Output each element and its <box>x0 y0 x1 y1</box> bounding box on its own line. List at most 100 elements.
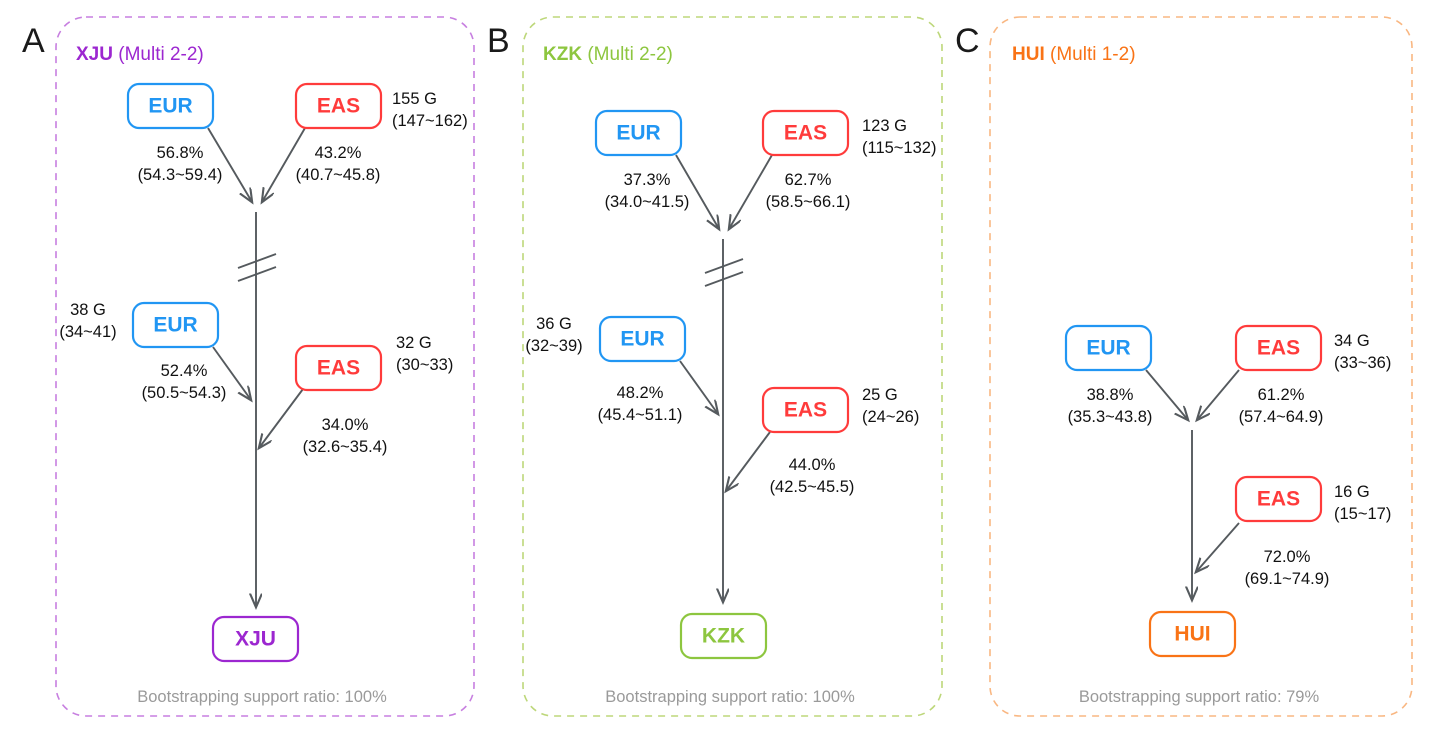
ann-value: 52.4% <box>161 362 208 380</box>
node-label: EAS <box>1257 488 1300 511</box>
ann-range: (45.4~51.1) <box>598 406 683 424</box>
panel-c: C HUI (Multi 1-2) EUR EAS EAS HUI 34 G (… <box>955 16 1413 717</box>
node-label: KZK <box>702 625 745 648</box>
node-label: EAS <box>784 399 827 422</box>
panel-c-annotation-low-admixture: 72.0% (69.1~74.9) <box>1245 548 1330 588</box>
ann-range: (115~132) <box>862 139 936 157</box>
panel-b-edge-mid <box>679 360 718 414</box>
ann-range: (58.5~66.1) <box>766 193 851 211</box>
ann-value: 34 G <box>1334 332 1370 350</box>
panel-c-node-eas-low[interactable]: EAS <box>1234 475 1323 523</box>
panel-a-break-mark-2 <box>237 266 277 282</box>
ann-range: (35.3~43.8) <box>1068 408 1153 426</box>
panel-b-letter: B <box>487 22 510 60</box>
node-label: EAS <box>317 357 360 380</box>
node-box <box>598 315 687 363</box>
ann-value: 44.0% <box>789 456 836 474</box>
panel-b-annotation-top-right-admixture: 62.7% (58.5~66.1) <box>766 171 851 211</box>
ann-value: 25 G <box>862 386 898 404</box>
panel-b-edge-top-right <box>729 154 773 229</box>
ann-range: (32.6~35.4) <box>303 438 388 456</box>
panel-a-node-eur-mid[interactable]: EUR <box>131 301 220 349</box>
panel-b-node-target[interactable]: KZK <box>679 612 768 660</box>
panel-a-support-ratio: Bootstrapping support ratio: 100% <box>137 688 387 706</box>
ann-range: (57.4~64.9) <box>1239 408 1324 426</box>
panel-c-annotation-top-right-admixture: 61.2% (57.4~64.9) <box>1239 386 1324 426</box>
panel-b-support-ratio: Bootstrapping support ratio: 100% <box>605 688 855 706</box>
ann-value: 43.2% <box>315 144 362 162</box>
node-box <box>1148 610 1237 658</box>
panel-a-title-bold: XJU <box>76 44 113 65</box>
ann-value: 34.0% <box>322 416 369 434</box>
ann-value: 123 G <box>862 117 907 135</box>
node-box <box>1234 475 1323 523</box>
panel-a-node-target[interactable]: XJU <box>211 615 300 663</box>
panel-b-annotation-top-generations: 123 G (115~132) <box>862 117 936 157</box>
panel-b-annotation-low-generations: 25 G (24~26) <box>862 386 919 426</box>
panel-a-edge-low <box>259 388 304 448</box>
ann-range: (24~26) <box>862 408 919 426</box>
ann-range: (42.5~45.5) <box>770 478 855 496</box>
ann-range: (33~36) <box>1334 354 1391 372</box>
panel-b-annotation-mid-admixture: 48.2% (45.4~51.1) <box>598 384 683 424</box>
node-label: EUR <box>620 328 664 351</box>
ann-value: 48.2% <box>617 384 664 402</box>
ann-value: 155 G <box>392 90 437 108</box>
node-box <box>1234 324 1323 372</box>
ann-value: 37.3% <box>624 171 671 189</box>
node-box <box>761 386 850 434</box>
panel-c-edge-top-left <box>1145 369 1188 420</box>
panel-a-annotation-mid-admixture: 52.4% (50.5~54.3) <box>142 362 227 402</box>
panel-c-node-eas-top[interactable]: EAS <box>1234 324 1323 372</box>
node-label: EUR <box>616 122 660 145</box>
ann-value: 16 G <box>1334 483 1370 501</box>
node-label: EAS <box>784 122 827 145</box>
panel-b-title: KZK (Multi 2-2) <box>543 44 673 65</box>
panel-c-frame <box>989 16 1413 717</box>
panel-b-node-eur-top[interactable]: EUR <box>594 109 683 157</box>
panel-c-edge-low <box>1196 522 1240 572</box>
ann-range: (40.7~45.8) <box>296 166 381 184</box>
panel-b-node-eas-low[interactable]: EAS <box>761 386 850 434</box>
panel-a-node-eas-low[interactable]: EAS <box>294 344 383 392</box>
ann-range: (69.1~74.9) <box>1245 570 1330 588</box>
node-box <box>594 109 683 157</box>
panel-a-node-eas-top[interactable]: EAS <box>294 82 383 130</box>
node-box <box>126 82 215 130</box>
ann-value: 61.2% <box>1258 386 1305 404</box>
panel-a: A XJU (Multi 2-2) EUR EAS EUR <box>22 16 475 717</box>
panel-a-node-eur-top[interactable]: EUR <box>126 82 215 130</box>
panel-c-node-target[interactable]: HUI <box>1148 610 1237 658</box>
panel-c-title-bold: HUI <box>1012 44 1045 65</box>
panel-b-edge-low <box>726 431 771 491</box>
panel-a-letter: A <box>22 22 45 60</box>
panel-a-annotation-top-right-admixture: 43.2% (40.7~45.8) <box>296 144 381 184</box>
panel-c-annotation-top-left-admixture: 38.8% (35.3~43.8) <box>1068 386 1153 426</box>
panel-a-annotation-low-generations: 32 G (30~33) <box>396 334 453 374</box>
panel-b-break-mark-1 <box>704 258 744 274</box>
ann-range: (54.3~59.4) <box>138 166 223 184</box>
panel-c-letter: C <box>955 22 980 60</box>
panel-a-title: XJU (Multi 2-2) <box>76 44 204 65</box>
panel-c-annotation-low-generations: 16 G (15~17) <box>1334 483 1391 523</box>
panel-b-edge-top-left <box>675 154 719 229</box>
panel-b-node-eur-mid[interactable]: EUR <box>598 315 687 363</box>
ann-value: 72.0% <box>1264 548 1311 566</box>
node-label: EUR <box>148 95 192 118</box>
panel-c-node-eur-top[interactable]: EUR <box>1064 324 1153 372</box>
node-box <box>761 109 850 157</box>
panel-a-annotation-top-left-admixture: 56.8% (54.3~59.4) <box>138 144 223 184</box>
node-box <box>294 82 383 130</box>
ann-value: 32 G <box>396 334 432 352</box>
panel-c-annotation-top-generations: 34 G (33~36) <box>1334 332 1391 372</box>
panel-a-break-mark-1 <box>237 253 277 269</box>
panel-b-title-bold: KZK <box>543 44 582 65</box>
node-box <box>211 615 300 663</box>
panel-a-annotation-top-generations: 155 G (147~162) <box>392 90 468 130</box>
ann-value: 56.8% <box>157 144 204 162</box>
panel-b-node-eas-top[interactable]: EAS <box>761 109 850 157</box>
node-box <box>679 612 768 660</box>
panel-a-edge-top-left <box>207 127 252 202</box>
ann-value: 62.7% <box>785 171 832 189</box>
node-label: EAS <box>1257 337 1300 360</box>
